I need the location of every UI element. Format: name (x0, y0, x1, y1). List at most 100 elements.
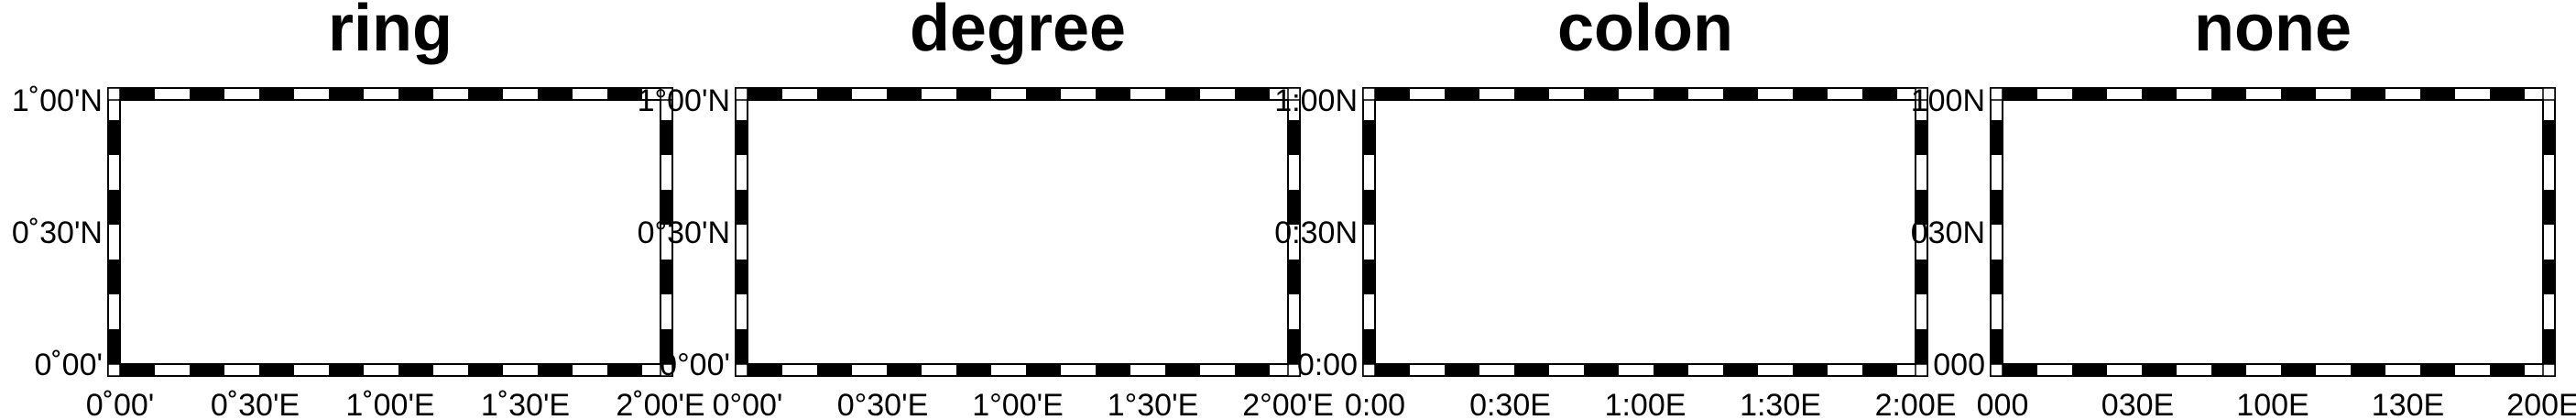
frame-checker-bottom (1375, 364, 1410, 376)
frame-checker-right (2543, 120, 2555, 155)
frame-corner (660, 87, 673, 101)
frame-checker-left (1991, 260, 2003, 294)
frame-checker-bottom (607, 364, 642, 376)
frame-checker-top (468, 88, 503, 100)
frame-checker-top (607, 88, 642, 100)
frame-checker-bottom (1096, 364, 1130, 376)
frame-checker-right (1288, 190, 1300, 225)
frame-checker-left (1363, 329, 1375, 364)
frame-checker-top (2420, 88, 2455, 100)
frame-checker-bottom (2420, 364, 2455, 376)
frame-corner (2542, 363, 2556, 377)
frame-checker-right (1916, 190, 1927, 225)
frame-checker-bottom (817, 364, 852, 376)
frame-checker-bottom (468, 364, 503, 376)
x-tick-label: 100E (2236, 388, 2309, 420)
frame-checker-top (2003, 88, 2037, 100)
frame-checker-top (1375, 88, 1410, 100)
x-tick-label: 1:00E (1605, 388, 1686, 420)
frame-checker-top (1793, 88, 1828, 100)
panel-title: colon (1557, 0, 1733, 65)
frame-corner (2542, 87, 2556, 101)
frame-checker-right (1288, 120, 1300, 155)
frame-checker-bottom (2211, 364, 2246, 376)
y-tick-label: 0˚30'N (12, 216, 103, 250)
x-tick-label: 0°30'E (837, 388, 929, 420)
y-tick-label: 1°00'N (638, 83, 730, 118)
y-tick-label: 1˚00'N (12, 83, 103, 118)
x-tick-label: 130E (2372, 388, 2444, 420)
frame-checker-bottom (2281, 364, 2316, 376)
frame-checker-top (748, 88, 782, 100)
frame-checker-bottom (1026, 364, 1061, 376)
frame-checker-bottom (259, 364, 294, 376)
x-tick-label: 2:00E (1875, 388, 1957, 420)
frame-checker-right (660, 120, 672, 155)
frame-checker-left (1363, 260, 1375, 294)
frame-checker-top (817, 88, 852, 100)
frame-checker-bottom (2003, 364, 2037, 376)
frame-checker-top (1165, 88, 1200, 100)
frame-checker-right (1288, 260, 1300, 294)
x-tick-label: 0:00 (1345, 388, 1405, 420)
x-tick-label: 0˚00' (86, 388, 155, 420)
frame-corner (735, 363, 748, 377)
frame-corner (107, 363, 121, 377)
frame-checker-right (1916, 120, 1927, 155)
frame-checker-bottom (1654, 364, 1688, 376)
frame-checker-bottom (1165, 364, 1200, 376)
frame-checker-top (887, 88, 922, 100)
frame-corner (735, 87, 748, 101)
frame-checker-left (736, 329, 748, 364)
frame-checker-bottom (1723, 364, 1758, 376)
y-tick-label: 000 (1933, 348, 1985, 382)
frame-checker-top (1235, 88, 1270, 100)
frame-checker-right (1916, 260, 1927, 294)
x-tick-label: 1˚30'E (481, 388, 570, 420)
panel-title: degree (910, 0, 1126, 65)
frame-checker-bottom (190, 364, 224, 376)
frame-checker-top (2490, 88, 2525, 100)
x-tick-label: 0:30E (1469, 388, 1551, 420)
frame-checker-left (1363, 190, 1375, 225)
frame-checker-top (2351, 88, 2385, 100)
frame-checker-top (190, 88, 224, 100)
frame-checker-bottom (1445, 364, 1479, 376)
frame-checker-top (1096, 88, 1130, 100)
x-tick-label: 2˚00'E (616, 388, 704, 420)
frame-checker-top (538, 88, 573, 100)
frame-checker-right (660, 260, 672, 294)
frame-checker-right (660, 190, 672, 225)
frame-checker-top (259, 88, 294, 100)
frame-corner (1287, 87, 1301, 101)
x-tick-label: 1°00'E (972, 388, 1064, 420)
x-tick-label: 0˚30'E (211, 388, 300, 420)
frame-checker-left (1991, 329, 2003, 364)
frame-checker-bottom (2072, 364, 2107, 376)
frame-checker-top (1026, 88, 1061, 100)
frame-corner (1990, 87, 2003, 101)
frame-checker-top (120, 88, 155, 100)
x-tick-label: 200E (2506, 388, 2576, 420)
frame-corner (1990, 363, 2003, 377)
frame-checker-bottom (748, 364, 782, 376)
frame-checker-top (2211, 88, 2246, 100)
frame-checker-left (1991, 190, 2003, 225)
frame-checker-right (2543, 260, 2555, 294)
frame-checker-bottom (398, 364, 433, 376)
map-area (1374, 99, 1916, 365)
frame-corner (1915, 363, 1928, 377)
frame-checker-top (1514, 88, 1549, 100)
frame-checker-top (1654, 88, 1688, 100)
frame-checker-bottom (1235, 364, 1270, 376)
frame-checker-left (108, 260, 120, 294)
frame-checker-left (736, 260, 748, 294)
frame-checker-bottom (2142, 364, 2177, 376)
frame-checker-left (108, 329, 120, 364)
y-tick-label: 0:30N (1274, 216, 1358, 250)
y-tick-label: 0°30'N (638, 216, 730, 250)
y-tick-label: 0:00 (1297, 348, 1358, 382)
frame-checker-left (108, 190, 120, 225)
